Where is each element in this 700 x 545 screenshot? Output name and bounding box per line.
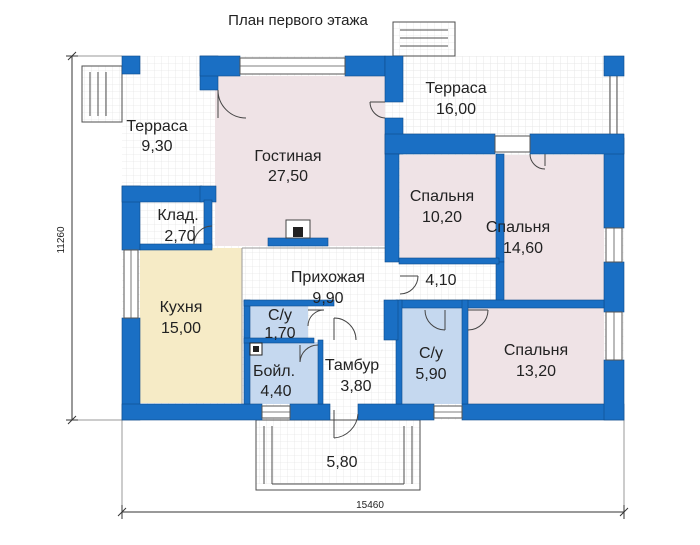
- room-labels: Терраса 9,30 Гостиная 27,50 Терраса 16,0…: [126, 80, 568, 471]
- door-vestibule: [333, 317, 357, 341]
- dimension-width: 15460: [356, 500, 384, 511]
- door-bathroom: [424, 309, 446, 331]
- door-wc: [307, 309, 325, 327]
- room-area-living: 27,50: [268, 168, 308, 185]
- room-name-bedroom-3: Спальня: [504, 342, 568, 359]
- bedroom-2-floor: [504, 155, 604, 303]
- door-storage: [193, 225, 213, 245]
- bedroom-3-floor: [466, 308, 604, 404]
- room-name-bedroom-1: Спальня: [410, 188, 474, 205]
- floor-fills: [82, 22, 624, 484]
- room-name-hall: Прихожая: [291, 269, 365, 286]
- room-area-vestibule: 3,80: [340, 378, 371, 395]
- room-area-bedroom-2: 14,60: [503, 240, 543, 257]
- door-boiler: [299, 344, 319, 363]
- room-name-bedroom-2: Спальня: [486, 219, 550, 236]
- room-area-hall: 9,90: [312, 290, 343, 307]
- room-area-kitchen: 15,00: [161, 320, 201, 337]
- door-entrance: [333, 410, 359, 439]
- plan-title: План первого этажа: [228, 12, 368, 29]
- room-area-bedroom-1: 10,20: [422, 209, 462, 226]
- door-bedroom-3: [467, 309, 489, 331]
- room-name-vestibule: Тамбур: [325, 357, 379, 374]
- room-name-living: Гостиная: [254, 148, 321, 165]
- room-area-corridor: 4,10: [425, 272, 456, 289]
- room-area-wc: 1,70: [264, 325, 295, 342]
- doors: [193, 89, 546, 439]
- room-area-boiler: 4,40: [260, 383, 291, 400]
- thin-lines: [81, 21, 618, 491]
- room-name-wc: С/у: [268, 307, 292, 324]
- room-name-bathroom: С/у: [419, 345, 443, 362]
- living-floor: [215, 76, 385, 246]
- dimension-lines: [66, 51, 629, 519]
- room-name-boiler: Бойл.: [253, 363, 295, 380]
- walls: [121, 55, 625, 421]
- room-area-bathroom: 5,90: [415, 366, 446, 383]
- room-name-terrace-top: Терраса: [425, 80, 486, 97]
- room-area-bedroom-3: 13,20: [516, 363, 556, 380]
- bedroom-1-floor: [400, 155, 500, 260]
- room-name-storage: Клад.: [157, 207, 198, 224]
- door-left-terrace: [217, 89, 247, 119]
- porch-floor: [272, 420, 404, 484]
- room-area-terrace-top: 16,00: [436, 101, 476, 118]
- door-bedroom-2: [529, 153, 546, 170]
- room-name-kitchen: Кухня: [160, 299, 203, 316]
- terrace-top-floor: [400, 56, 610, 134]
- room-area-terrace-left: 9,30: [141, 138, 172, 155]
- boiler-unit: [249, 342, 263, 356]
- kitchen-floor: [140, 248, 242, 403]
- dimension-height: 11260: [56, 226, 67, 254]
- wc-floor: [248, 306, 308, 338]
- fireplace: [267, 219, 329, 247]
- storage-floor: [140, 200, 210, 244]
- door-bedroom-1: [399, 275, 419, 295]
- room-area-porch: 5,80: [326, 454, 357, 471]
- door-living-terrace: [369, 101, 386, 119]
- room-area-storage: 2,70: [164, 228, 195, 245]
- window-glass: [130, 65, 615, 413]
- room-name-terrace-left: Терраса: [126, 118, 187, 135]
